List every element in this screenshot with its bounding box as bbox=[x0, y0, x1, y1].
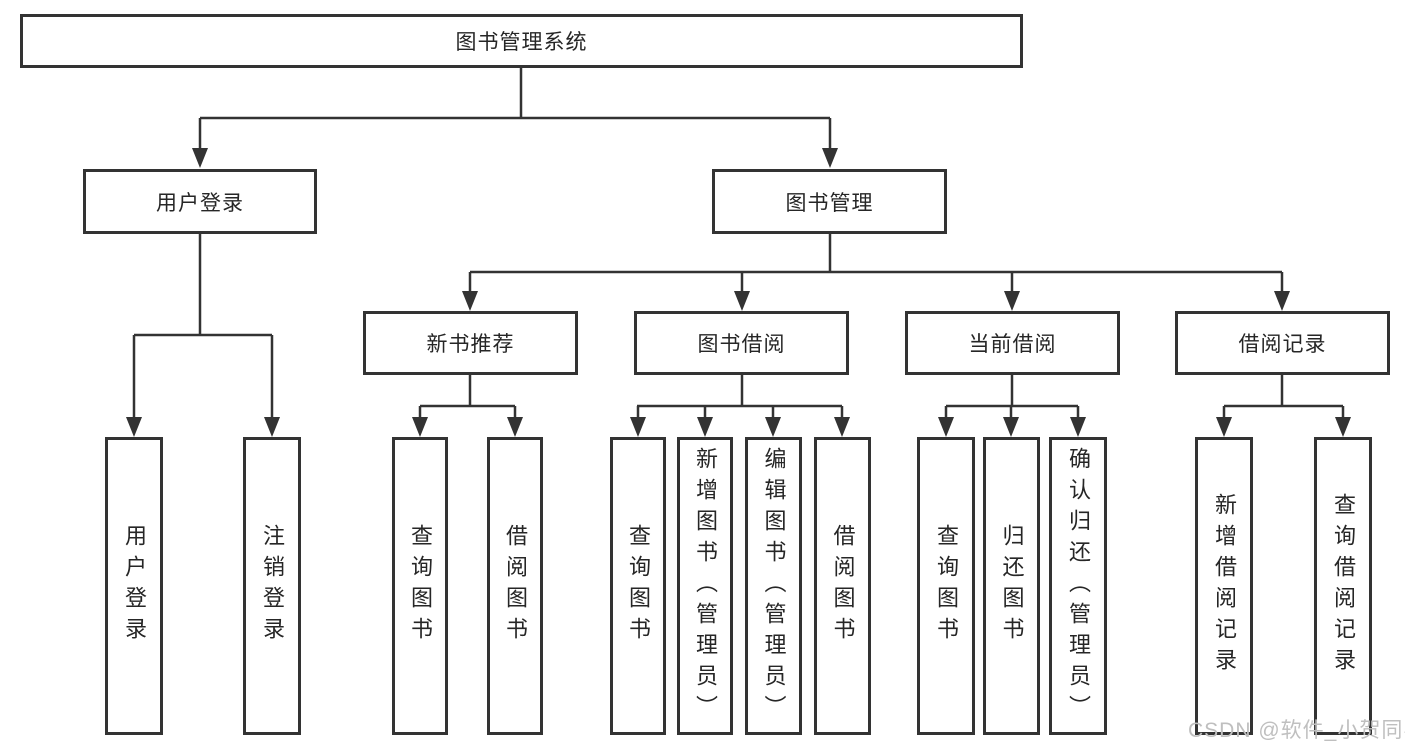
leaf-current-return: 归还图书 bbox=[983, 437, 1040, 735]
node-borrow-records: 借阅记录 bbox=[1175, 311, 1390, 375]
arrowhead-icon bbox=[765, 417, 781, 437]
arrow-stems bbox=[132, 118, 1345, 419]
arrowhead-icon bbox=[1003, 417, 1019, 437]
arrowhead-icon bbox=[412, 417, 428, 437]
leaf-newbook-query: 查询图书 bbox=[392, 437, 448, 735]
node-root: 图书管理系统 bbox=[20, 14, 1023, 68]
arrowhead-icon bbox=[834, 417, 850, 437]
node-new-book-recommend-label: 新书推荐 bbox=[426, 333, 515, 356]
arrowhead-icon bbox=[1004, 291, 1020, 311]
leaf-newbook-borrow: 借阅图书 bbox=[487, 437, 543, 735]
node-book-borrow: 图书借阅 bbox=[634, 311, 849, 375]
leaf-records-add: 新增借阅记录 bbox=[1195, 437, 1253, 735]
arrowhead-icon bbox=[1274, 291, 1290, 311]
csdn-watermark: CSDN @软件_小贺同学 bbox=[1188, 719, 1405, 742]
arrowhead-icon bbox=[630, 417, 646, 437]
leaf-bookborrow-query: 查询图书 bbox=[610, 437, 666, 735]
leaf-records-query: 查询借阅记录 bbox=[1314, 437, 1372, 735]
leaf-current-confirm-return-admin: 确认归还（管理员） bbox=[1049, 437, 1107, 735]
arrowhead-icon bbox=[264, 417, 280, 437]
leaf-bookborrow-add-admin: 新增图书（管理员） bbox=[677, 437, 733, 735]
leaf-current-query-label: 查询图书 bbox=[934, 524, 959, 648]
arrowhead-icon bbox=[507, 417, 523, 437]
arrowhead-icon bbox=[938, 417, 954, 437]
arrowhead-icon bbox=[126, 417, 142, 437]
leaf-bookborrow-query-label: 查询图书 bbox=[626, 524, 651, 648]
leaf-bookborrow-borrow: 借阅图书 bbox=[814, 437, 871, 735]
arrowhead-icon bbox=[1070, 417, 1086, 437]
leaf-newbook-query-label: 查询图书 bbox=[408, 524, 433, 648]
node-user-login: 用户登录 bbox=[83, 169, 317, 234]
leaf-logout-label: 注销登录 bbox=[260, 524, 285, 648]
node-user-login-label: 用户登录 bbox=[156, 191, 244, 215]
node-book-borrow-label: 图书借阅 bbox=[697, 333, 786, 356]
node-root-label: 图书管理系统 bbox=[455, 31, 588, 54]
leaf-bookborrow-edit-admin: 编辑图书（管理员） bbox=[745, 437, 802, 735]
leaf-current-confirm-return-admin-label: 确认归还（管理员） bbox=[1066, 446, 1091, 726]
arrowhead-icon bbox=[697, 417, 713, 437]
node-current-borrow-label: 当前借阅 bbox=[968, 333, 1057, 356]
arrowheads bbox=[126, 148, 1351, 437]
leaf-bookborrow-borrow-label: 借阅图书 bbox=[830, 524, 856, 648]
node-borrow-records-label: 借阅记录 bbox=[1238, 333, 1327, 356]
leaf-logout: 注销登录 bbox=[243, 437, 301, 735]
leaf-records-add-label: 新增借阅记录 bbox=[1212, 493, 1237, 679]
node-book-management-label: 图书管理 bbox=[785, 191, 874, 215]
leaf-current-query: 查询图书 bbox=[917, 437, 975, 735]
leaf-user-login: 用户登录 bbox=[105, 437, 163, 735]
node-current-borrow: 当前借阅 bbox=[905, 311, 1120, 375]
leaf-bookborrow-add-admin-label: 新增图书（管理员） bbox=[693, 446, 718, 726]
leaf-newbook-borrow-label: 借阅图书 bbox=[503, 524, 528, 648]
leaf-user-login-label: 用户登录 bbox=[122, 524, 147, 648]
arrowhead-icon bbox=[822, 148, 838, 168]
leaf-records-query-label: 查询借阅记录 bbox=[1331, 493, 1356, 679]
arrowhead-icon bbox=[1216, 417, 1232, 437]
arrowhead-icon bbox=[734, 291, 750, 311]
arrowhead-icon bbox=[192, 148, 208, 168]
node-new-book-recommend: 新书推荐 bbox=[363, 311, 578, 375]
node-book-management: 图书管理 bbox=[712, 169, 947, 234]
leaf-bookborrow-edit-admin-label: 编辑图书（管理员） bbox=[761, 446, 787, 726]
leaf-current-return-label: 归还图书 bbox=[999, 524, 1025, 648]
arrowhead-icon bbox=[1335, 417, 1351, 437]
arrowhead-icon bbox=[462, 291, 478, 311]
